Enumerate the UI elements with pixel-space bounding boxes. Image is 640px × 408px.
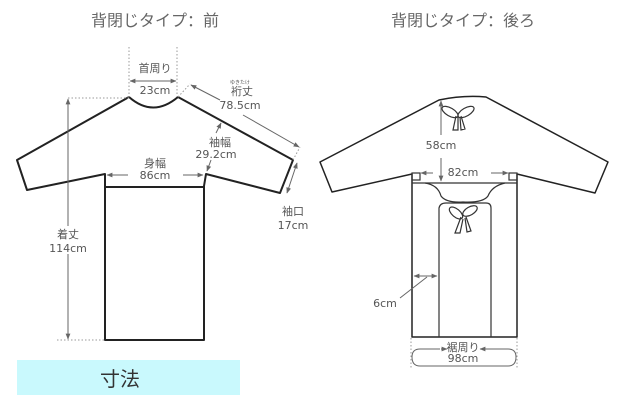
back-width-value: 82cm [448,166,479,179]
sleeve-width-value: 29.2cm [195,148,236,161]
bow-icon [441,105,475,131]
back-title: 背閉じタイプ：後ろ [391,11,535,30]
cuff-label: 袖口 [282,204,304,218]
body-width-label: 身幅 [144,156,166,170]
front-sleeve-length-dimension: ゆきたけ 裄丈 78.5cm [177,79,301,161]
length-value: 114cm [49,242,87,255]
hem-label: 裾周り [447,340,480,354]
sleeve-width-label: 袖幅 [209,135,231,149]
front-body-width-dimension: 身幅 86cm [106,156,204,182]
front-garment [16,96,294,341]
neck-label: 首周り [139,61,172,75]
front-length-dimension: 着丈 114cm [48,97,129,341]
overlap-dimension: 6cm [373,273,438,310]
body-width-value: 86cm [140,169,171,182]
front-title: 背閉じタイプ：前 [91,11,219,30]
sleeve-length-value: 78.5cm [219,99,260,112]
sleeve-length-ruby: ゆきたけ [230,79,250,86]
front-cuff-dimension: 袖口 17cm [278,162,309,232]
overlap-value: 6cm [373,297,397,310]
size-banner [17,360,240,395]
neck-value: 23cm [140,84,171,97]
cuff-value: 17cm [278,219,309,232]
back-width-dimension: 82cm [420,166,509,179]
front-sleeve-width-dimension: 袖幅 29.2cm [195,122,237,172]
size-heading: 寸法 [100,367,140,391]
front-neck-dimension: 首周り 23cm [128,47,178,97]
back-length-dimension: 58cm [426,100,457,182]
back-garment [319,95,609,338]
sleeve-length-label: 裄丈 [231,85,253,98]
bow-icon [448,205,478,234]
hem-dimension: 裾周り 98cm [410,338,518,368]
hem-value: 98cm [448,352,479,365]
length-label: 着丈 [57,227,79,241]
back-length-value: 58cm [426,139,457,152]
